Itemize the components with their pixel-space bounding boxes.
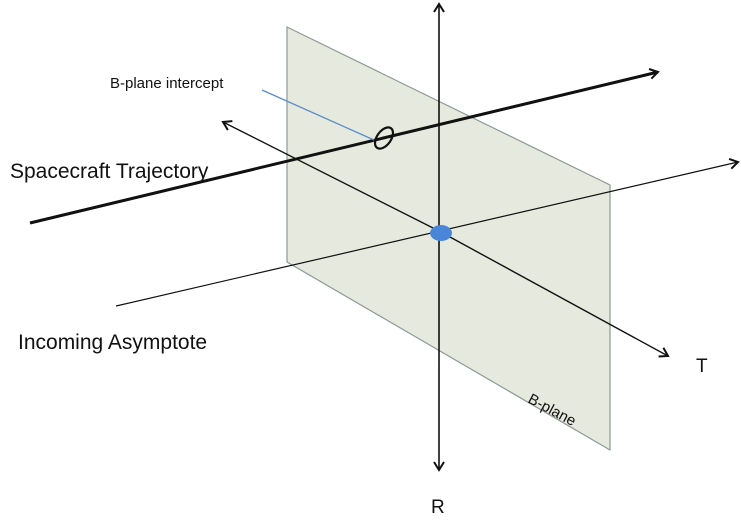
incoming-asymptote-line — [115, 157, 740, 307]
target-point — [430, 225, 452, 241]
spacecraft-trajectory-label: Spacecraft Trajectory — [10, 160, 209, 183]
t-axis-back-line — [221, 120, 440, 232]
incoming-asymptote-label: Incoming Asymptote — [18, 331, 207, 354]
r-axis-label: R — [431, 497, 445, 518]
spacecraft-trajectory-line — [29, 68, 660, 225]
intercept-leader-line — [261, 89, 375, 141]
b-plane-intercept-ellipse — [373, 126, 395, 150]
t-axis-line — [438, 230, 670, 358]
t-axis-label: T — [696, 356, 708, 377]
b-plane-intercept-label: B-plane intercept — [110, 75, 224, 92]
